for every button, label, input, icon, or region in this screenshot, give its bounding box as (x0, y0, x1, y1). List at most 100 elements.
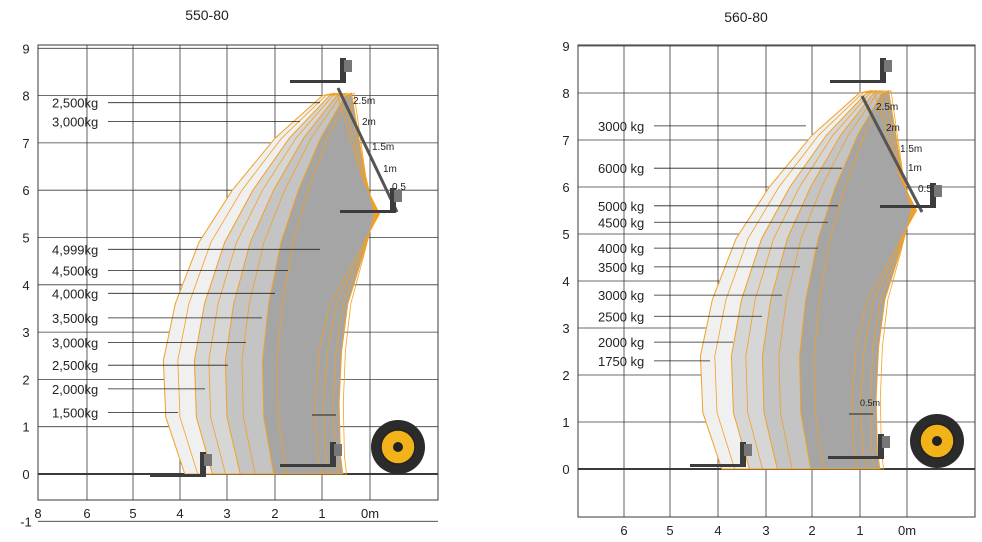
chart-title: 550-80 (185, 7, 229, 23)
load-zone (799, 89, 913, 470)
y-tick-label: 1 (22, 420, 29, 435)
fork-tine (830, 80, 886, 83)
fork-tine (340, 210, 396, 213)
y-tick-label: 8 (562, 86, 569, 101)
fork-upright (878, 434, 884, 458)
fork-upright (200, 452, 206, 476)
load-label: 6000 kg (598, 161, 644, 176)
y-tick-label: 2 (562, 368, 569, 383)
load-label: 1,500kg (52, 406, 98, 421)
x-tick-label: 3 (223, 506, 230, 521)
wheel-axle (932, 436, 942, 446)
load-label: 3,500kg (52, 311, 98, 326)
load-label: 3500 kg (598, 260, 644, 275)
y-tick-label: 0 (562, 462, 569, 477)
x-tick-label: 2 (808, 523, 815, 538)
x-tick-label: 1 (318, 506, 325, 521)
load-contour (208, 92, 378, 475)
fork-near-icon (280, 442, 342, 467)
extension-label: 0.5 (392, 182, 406, 193)
x-tick-label: 4 (176, 506, 183, 521)
load-label: 4,500kg (52, 264, 98, 279)
x-tick-label: 2 (271, 506, 278, 521)
y-tick-label: 9 (562, 39, 569, 54)
fork-tine (880, 205, 936, 208)
load-label: 2000 kg (598, 335, 644, 350)
y-tick-label: 6 (22, 183, 29, 198)
boom-extension-scale (860, 95, 924, 213)
load-contour (714, 90, 917, 470)
y-tick-label: 5 (22, 231, 29, 246)
fork-top-icon (290, 58, 352, 83)
x-tick-label: 6 (620, 523, 627, 538)
extension-label: 1.5m (900, 144, 922, 155)
load-label: 3000 kg (598, 119, 644, 134)
extension-label: 1m (908, 163, 922, 174)
extension-label: 1.5m (372, 142, 394, 153)
fork-upright (340, 58, 346, 82)
fork-upright (740, 442, 746, 466)
fork-carriage (744, 444, 752, 456)
x-tick-label: 0m (898, 523, 916, 538)
chart-title: 560-80 (724, 9, 768, 25)
x-tick-label: 5 (666, 523, 673, 538)
load-label: 4000 kg (598, 241, 644, 256)
fork-upright (390, 188, 396, 212)
wheel-axle (393, 442, 403, 452)
fork-carriage (884, 60, 892, 72)
x-tick-label: 0m (361, 506, 379, 521)
extension-label: 2m (362, 117, 376, 128)
load-label: 4,000kg (52, 286, 98, 301)
fork-upright (930, 183, 936, 207)
x-tick-label: 6 (83, 506, 90, 521)
fork-upright (880, 58, 886, 82)
fork-reach-icon (340, 188, 402, 213)
extension-label: 0.5 (918, 184, 932, 195)
y-tick-label: 4 (22, 278, 29, 293)
load-label: 3000 kg (598, 288, 644, 303)
load-contour (745, 90, 915, 470)
load-label: 4,999kg (52, 242, 98, 257)
y-tick-label: 6 (562, 180, 569, 195)
y-tick-label: 7 (562, 133, 569, 148)
y-tick-label: 2 (22, 372, 29, 387)
x-tick-label: 1 (856, 523, 863, 538)
fork-far-icon (690, 442, 752, 467)
fork-tine (290, 80, 346, 83)
load-contour (177, 92, 380, 475)
fork-tine (280, 464, 336, 467)
load-label: 2,000kg (52, 382, 98, 397)
load-label: 4500 kg (598, 215, 644, 230)
fork-carriage (882, 436, 890, 448)
fork-tine (828, 456, 884, 459)
y-tick-label: 7 (22, 136, 29, 151)
y-tick-label: 4 (562, 274, 569, 289)
extension-label: 1m (383, 164, 397, 175)
y-tick-label: 3 (22, 325, 29, 340)
load-contour (241, 92, 377, 475)
load-contour (778, 90, 914, 470)
fork-tine (690, 464, 746, 467)
y-tick-label: -1 (20, 514, 32, 529)
annotation-label: 0.5m (860, 398, 880, 408)
y-tick-label: 9 (22, 41, 29, 56)
load-contour (813, 90, 912, 470)
extension-label: 2m (886, 123, 900, 134)
x-tick-label: 4 (714, 523, 721, 538)
y-tick-label: 5 (562, 227, 569, 242)
fork-near-icon (828, 434, 890, 459)
extension-label: 2.5m (353, 96, 375, 107)
load-label: 3,000kg (52, 115, 98, 130)
load-zone (262, 92, 376, 475)
load-label: 2500 kg (598, 309, 644, 324)
fork-upright (330, 442, 336, 466)
load-label: 2,500kg (52, 96, 98, 111)
load-label: 2,500kg (52, 358, 98, 373)
load-label: 5000 kg (598, 199, 644, 214)
y-tick-label: 0 (22, 467, 29, 482)
fork-far-icon (150, 452, 212, 477)
fork-carriage (394, 190, 402, 202)
